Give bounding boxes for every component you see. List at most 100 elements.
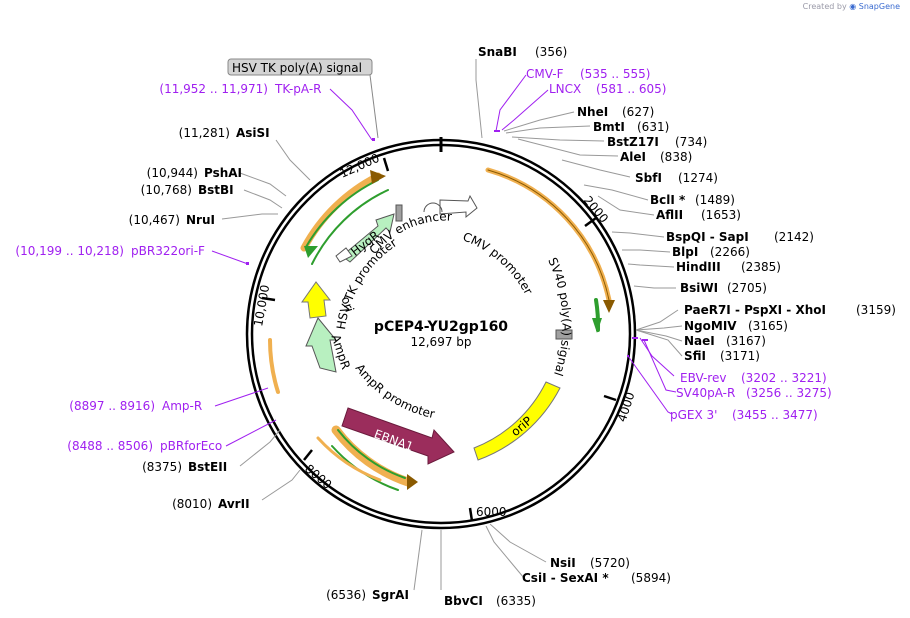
enzyme-blpi-pos: (2266) (710, 245, 750, 259)
orf-arrow-head-1 (603, 300, 615, 313)
enzyme-pshai: PshAI (204, 166, 242, 180)
enzyme-asisi: AsiSI (236, 126, 270, 140)
orf-arrow-head-3 (407, 474, 418, 490)
watermark-brand: SnapGene (858, 2, 900, 11)
cmv-promoter-arrow (439, 194, 478, 219)
enzyme-snabi-pos: (356) (535, 45, 567, 59)
enzyme-hindiii-pos: (2385) (741, 260, 781, 274)
primer-pgex3-pos: (3455 .. 3477) (732, 408, 818, 422)
cmv-promoter-label: CMV promoter (461, 230, 536, 297)
hsv-tk-polyA-box (395, 204, 403, 222)
enzyme-bbvci: BbvCI (444, 594, 483, 608)
primer-amp-r-pos: (8897 .. 8916) (69, 399, 155, 413)
orf-arrow-head-5 (304, 246, 318, 258)
enzyme-nsii: NsiI (550, 556, 576, 570)
enzyme-ngomiv: NgoMIV (684, 319, 737, 333)
enzyme-sfii: SfiI (684, 349, 706, 363)
enzyme-bstbi-pos: (10,768) (141, 183, 192, 197)
ori-arrow (301, 281, 332, 319)
enzyme-hindiii: HindIII (676, 260, 721, 274)
enzyme-alei: AleI (620, 150, 646, 164)
primer-ebv-rev-pos: (3202 .. 3221) (741, 371, 827, 385)
enzyme-nsii-pos: (5720) (590, 556, 630, 570)
enzyme-bstbi: BstBI (198, 183, 234, 197)
primer-labels: CMV-F (535 .. 555) LNCX (581 .. 605) EBV… (15, 67, 831, 453)
enzyme-leaders (221, 59, 683, 591)
watermark-created-by: Created by (802, 2, 847, 11)
enzyme-bsteii-pos: (8375) (142, 460, 182, 474)
primer-sv40pa-r-pos: (3256 .. 3275) (746, 386, 832, 400)
enzyme-aflii-pos: (1653) (701, 208, 741, 222)
enzyme-bstz17i: BstZ17I (607, 135, 659, 149)
primer-pbr322ori-f-pos: (10,199 .. 10,218) (15, 244, 124, 258)
primer-pbrforeco-pos: (8488 .. 8506) (67, 439, 153, 453)
hsv-tk-polyA-callout-box (227, 58, 373, 76)
enzyme-bbvci-pos: (6335) (496, 594, 536, 608)
enzyme-avrii-pos: (8010) (172, 497, 212, 511)
tick-4000: 4000 (615, 390, 638, 423)
ampr-arrow (305, 317, 338, 373)
primer-ebv-rev: EBV-rev (680, 371, 726, 385)
enzyme-blpi: BlpI (672, 245, 698, 259)
hsv-tk-polyA-leader (369, 74, 379, 139)
enzyme-nrui-pos: (10,467) (129, 213, 180, 227)
enzyme-bsteii: BstEII (188, 460, 227, 474)
enzyme-sgrai: SgrAI (372, 588, 409, 602)
primer-cmv-f-pos: (535 .. 555) (580, 67, 650, 81)
primer-tk-pa-r-pos: (11,952 .. 11,971) (159, 82, 268, 96)
cmv-enhancer-arrow (423, 202, 443, 213)
enzyme-sbfi-pos: (1274) (678, 171, 718, 185)
enzyme-bcli-pos: (1489) (695, 193, 735, 207)
enzyme-sgrai-pos: (6536) (326, 588, 366, 602)
hsv-tk-polyA-callout: HSV TK poly(A) signal (232, 61, 362, 75)
enzyme-sbfi: SbfI (635, 171, 662, 185)
snapgene-logo-icon: ◉ (849, 2, 857, 11)
enzyme-nhei: NheI (577, 105, 608, 119)
orip-arrow (473, 381, 561, 461)
orf-arcs (267, 167, 612, 491)
enzyme-bcli: BclI * (650, 193, 686, 207)
enzyme-bmti-pos: (631) (637, 120, 669, 134)
enzyme-asisi-pos: (11,281) (179, 126, 230, 140)
enzyme-nhei-pos: (627) (622, 105, 654, 119)
hygr-arrow (341, 213, 395, 263)
plasmid-name: pCEP4-YU2gp160 (374, 319, 508, 335)
primer-lncx-pos: (581 .. 605) (596, 82, 666, 96)
plasmid-size: 12,697 bp (410, 335, 471, 349)
enzyme-alei-pos: (838) (660, 150, 692, 164)
primer-sv40pa-r: SV40pA-R (676, 386, 735, 400)
enzyme-sfii-pos: (3171) (720, 349, 760, 363)
primer-leaders (211, 74, 677, 447)
enzyme-bstz17i-pos: (734) (675, 135, 707, 149)
ampr-promoter-label: AmpR promoter (353, 361, 437, 421)
primer-amp-r: Amp-R (162, 399, 202, 413)
enzyme-paer7i-pspxi-xhoi: PaeR7I - PspXI - XhoI (684, 303, 826, 317)
enzyme-nrui: NruI (186, 213, 215, 227)
enzyme-bspqi-sapi-pos: (2142) (774, 230, 814, 244)
enzyme-naei: NaeI (684, 334, 715, 348)
ori-label: ori (339, 295, 357, 314)
hsv-tk-promoter-arrow (335, 247, 353, 263)
orf-arrow-head-4 (370, 170, 386, 184)
primer-marks (246, 130, 648, 357)
primer-tk-pa-r: TK-pA-R (274, 82, 322, 96)
enzyme-labels: SnaBI (356) NheI (627) BmtI (631) BstZ17… (129, 45, 896, 608)
sv40-polyA-label: SV40 poly(A) signal (545, 255, 573, 377)
enzyme-bmti: BmtI (593, 120, 625, 134)
primer-pbrforeco: pBRforEco (160, 439, 222, 453)
snapgene-watermark: Created by ◉ SnapGene (803, 2, 900, 11)
enzyme-ngomiv-pos: (3165) (748, 319, 788, 333)
tick-6000: 6000 (476, 505, 507, 519)
enzyme-aflii: AflII (656, 208, 683, 222)
enzyme-naei-pos: (3167) (726, 334, 766, 348)
ebna1-arrow (341, 407, 455, 465)
enzyme-csii-sexai: CsiI - SexAI * (522, 571, 609, 585)
enzyme-paer7i-pspxi-xhoi-pos: (3159) (856, 303, 896, 317)
enzyme-snabi: SnaBI (478, 45, 517, 59)
enzyme-bspqi-sapi: BspQI - SapI (666, 230, 749, 244)
enzyme-bsiwi: BsiWI (680, 281, 718, 295)
sv40-polyA-box (555, 329, 573, 340)
primer-pbr322ori-f: pBR322ori-F (131, 244, 205, 258)
tick-10000: 10,000 (251, 284, 272, 328)
